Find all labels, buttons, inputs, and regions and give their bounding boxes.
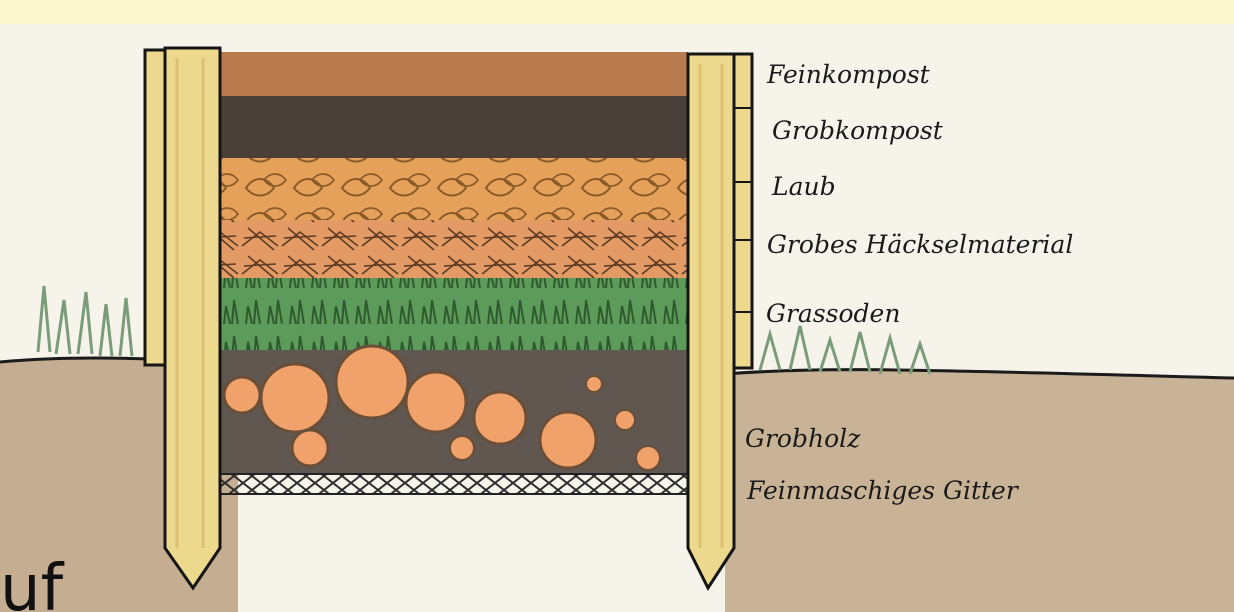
label-coarse-compost: Grobkompost (772, 116, 944, 145)
label-grass-sods: Grassoden (766, 299, 900, 328)
label-coarse-chippings: Grobes Häckselmaterial (767, 230, 1073, 259)
layer-fine-compost (220, 52, 688, 96)
label-coarse-wood: Grobholz (745, 424, 861, 453)
label-leaves: Laub (771, 172, 836, 201)
layer-coarse-compost (220, 96, 688, 158)
label-fine-compost: Feinkompost (766, 60, 931, 89)
partial-text: uf (0, 552, 65, 612)
mesh-grid (220, 474, 688, 494)
layer-coarse-wood (220, 346, 688, 474)
label-fine-mesh-grid: Feinmaschiges Gitter (746, 476, 1020, 505)
